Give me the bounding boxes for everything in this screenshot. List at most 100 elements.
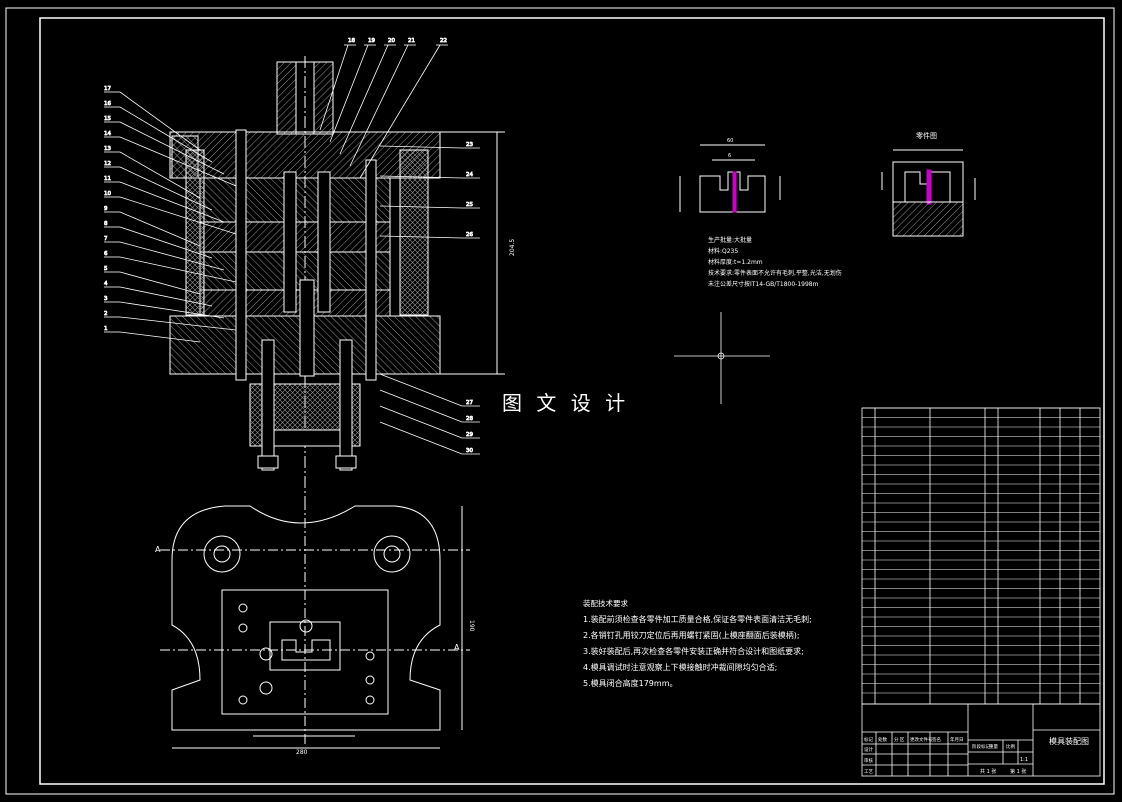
leader-line [119,271,201,295]
outer-border [5,7,1115,795]
leader-line [329,44,369,143]
leader-line [379,175,463,179]
drawing-name: 模具装配图 [1049,736,1089,746]
tech-requirements-list: 1.装配前须检查各零件加工质量合格,保证各零件表面清洁无毛刺; 2.各销钉孔用铰刀… [583,614,812,688]
callout-number: 5 [104,266,108,272]
watermark-text: 图 文 设 计 [502,391,629,415]
title-block-stage: 重量 [989,743,998,750]
tech-requirement-item: 2.各销钉孔用铰刀定位后再用螺钉紧固(上模座翻面后装模柄); [583,630,800,640]
upper-die-seat [169,131,441,179]
callout-number: 19 [368,38,375,44]
part-note-line: 生产批量:大批量 [708,236,752,244]
strip-layout [679,144,781,213]
leader-line [349,44,409,167]
callout-number: 10 [104,191,111,197]
plate-width-dim: 280 [296,749,308,756]
callout-number: 27 [466,400,473,406]
die-section-view [169,56,505,500]
title-block-role: 审核 [864,757,873,764]
leader-line [119,121,225,175]
leader-line [119,106,213,163]
title-block-header: 年月日 [950,736,964,743]
leader-line [119,226,213,259]
callout-number: 26 [466,232,473,238]
title-block-role: 设计 [864,746,873,753]
leader-line [379,145,463,149]
leader-line [119,316,237,331]
leader-line [379,405,463,439]
die-plate-outline [171,505,441,731]
callout-number: 29 [466,432,473,438]
callout-number: 16 [104,101,111,107]
leader-line [119,286,213,307]
callout-number: 21 [408,38,415,44]
tech-requirement-item: 3.装好装配后,再次检查各零件安装正确并符合设计和图纸要求; [583,646,804,656]
title-block-stages: 阶段标记重量 比例 [972,743,1015,750]
callout-number: 4 [104,281,108,287]
parts-list [861,407,1101,705]
title-block-stage: 阶段标记 [972,743,990,750]
tech-requirements-title: 装配技术要求 [583,598,628,608]
callout-number: 2 [104,311,108,317]
leader-line [379,421,463,455]
callout-number: 9 [104,206,108,212]
closed-height-dim: 204.5 [509,239,516,256]
tech-requirement-item: 5.模具闭合高度179mm。 [583,678,678,688]
callout-number: 24 [466,172,473,178]
callout-number: 25 [466,202,473,208]
inner-border [39,17,1105,785]
callout-number: 3 [104,296,108,302]
part-note-line: 未注公差尺寸按IT14-GB/T1800-1998m [708,280,819,288]
sheet-index: 第 1 张 [1010,768,1026,775]
title-block [861,703,1101,777]
leader-line [119,256,237,283]
plate-height-dim: 190 [468,620,475,632]
title-block-stage: 比例 [1006,743,1015,750]
leader-line [119,196,237,235]
callout-number: 18 [348,38,355,44]
callout-number: 30 [466,448,473,454]
part-note-line: 材料:Q235 [708,247,738,255]
part-note-line: 材料厚度:t=1.2mm [708,258,763,266]
leader-line [339,44,389,155]
sheet-total: 共 1 张 [980,768,996,775]
callout-number: 11 [104,176,111,182]
leader-line [119,301,225,319]
callout-number: 28 [466,416,473,422]
leader-line [379,389,463,423]
section-mark-a-left: A [155,545,161,554]
leaders-top: 18 19 20 21 22 [319,38,448,179]
title-block-header: 标记 [864,736,873,743]
callout-number: 6 [104,251,108,257]
callout-number: 22 [440,38,447,44]
part-drawing-title: 零件图 [916,131,937,140]
tech-requirement-item: 1.装配前须检查各零件加工质量合格,保证各零件表面清洁无毛刺; [583,614,812,624]
callout-number: 14 [104,131,111,137]
leader-line [119,211,201,247]
drawing-scale: 1:1 [1020,757,1028,763]
callout-number: 20 [388,38,395,44]
part-drawing [881,149,976,237]
leader-line [319,44,349,131]
section-mark-a-right: A [454,643,460,652]
leader-line [119,91,201,151]
title-block-header: 签名 [932,736,941,743]
callout-number: 7 [104,236,108,242]
title-block-header: 更改文件号 [910,736,933,743]
strip-dim-2: 6 [728,153,731,159]
lower-die-plan-view [160,500,470,749]
leader-line [359,44,441,179]
callout-number: 12 [104,161,111,167]
callout-number: 15 [104,116,111,122]
part-note-line: 技术要求:零件表面不允许有毛刺,平整,光洁,无划伤 [708,269,842,277]
strip-dim-1: 60 [727,138,733,144]
callout-number: 13 [104,146,111,152]
callout-number: 8 [104,221,108,227]
leader-line [119,166,213,211]
